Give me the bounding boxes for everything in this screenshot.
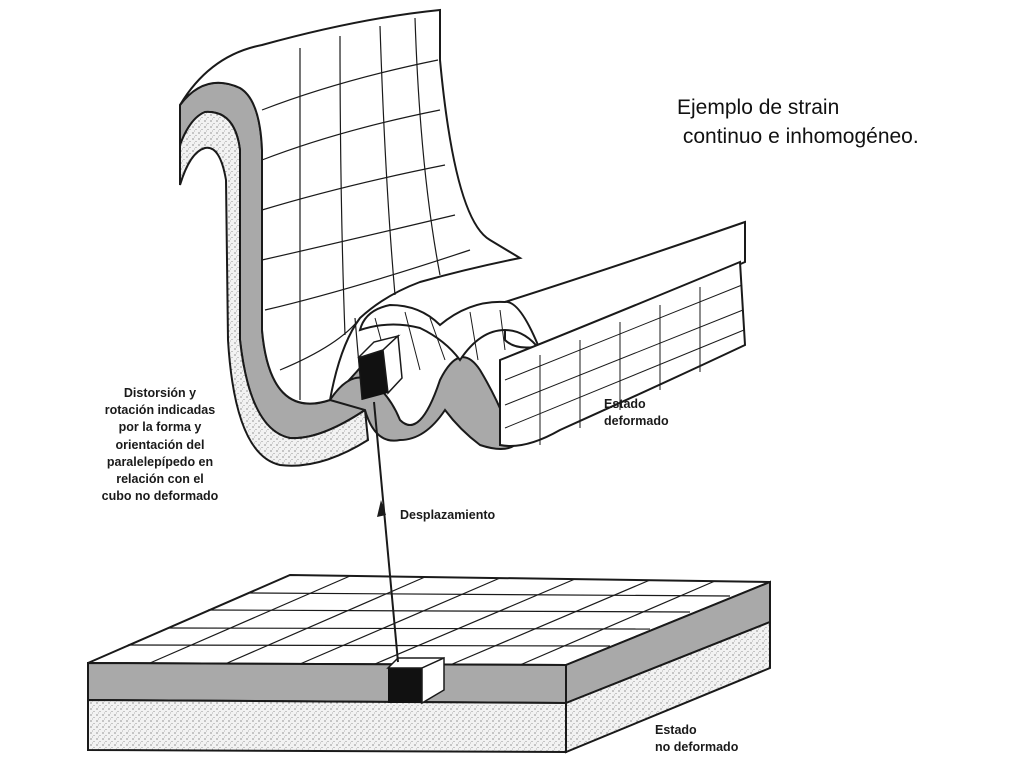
caption: Ejemplo de strain continuo e inhomogéneo… <box>677 93 919 151</box>
undeformed-grid <box>127 575 731 666</box>
deformed-sheet <box>179 8 747 467</box>
deformed-grid <box>261 17 471 400</box>
displacement-label: Desplazamiento <box>400 508 496 522</box>
deformed-stippled-layer <box>179 110 370 467</box>
distortion-line-6: relación con el <box>116 472 204 487</box>
distortion-line-2: rotación indicadas <box>104 403 216 418</box>
undeformed-cube <box>386 656 445 705</box>
deformed-cube <box>357 334 403 400</box>
distortion-line-7: cubo no deformado <box>101 489 219 504</box>
displacement-arrow <box>373 401 399 663</box>
deformed-waves <box>328 356 522 450</box>
displacement-arrowhead <box>377 500 386 517</box>
caption-line-2: continuo e inhomogéneo. <box>677 125 919 148</box>
undeformed-shaded-layer <box>87 661 567 705</box>
caption-line-1: Ejemplo de strain <box>677 96 840 119</box>
distortion-label: Distorsión y rotación indicadas por la f… <box>60 385 260 505</box>
undeformed-stippled-layer <box>87 698 567 754</box>
deformed-line-1: Estado <box>604 397 646 411</box>
undeformed-line-1: Estado <box>655 723 697 737</box>
deformed-line-2: deformado <box>604 414 669 429</box>
undeformed-state-label: Estado no deformado <box>655 722 738 756</box>
undeformed-block <box>87 573 771 754</box>
distortion-line-5: paralelepípedo en <box>106 454 214 469</box>
deformed-state-label: Estado deformado <box>604 396 669 430</box>
distortion-line-1: Distorsión y <box>123 386 197 400</box>
undeformed-line-2: no deformado <box>655 740 739 755</box>
distortion-line-4: orientación del <box>115 437 205 452</box>
distortion-line-3: por la forma y <box>118 420 202 435</box>
